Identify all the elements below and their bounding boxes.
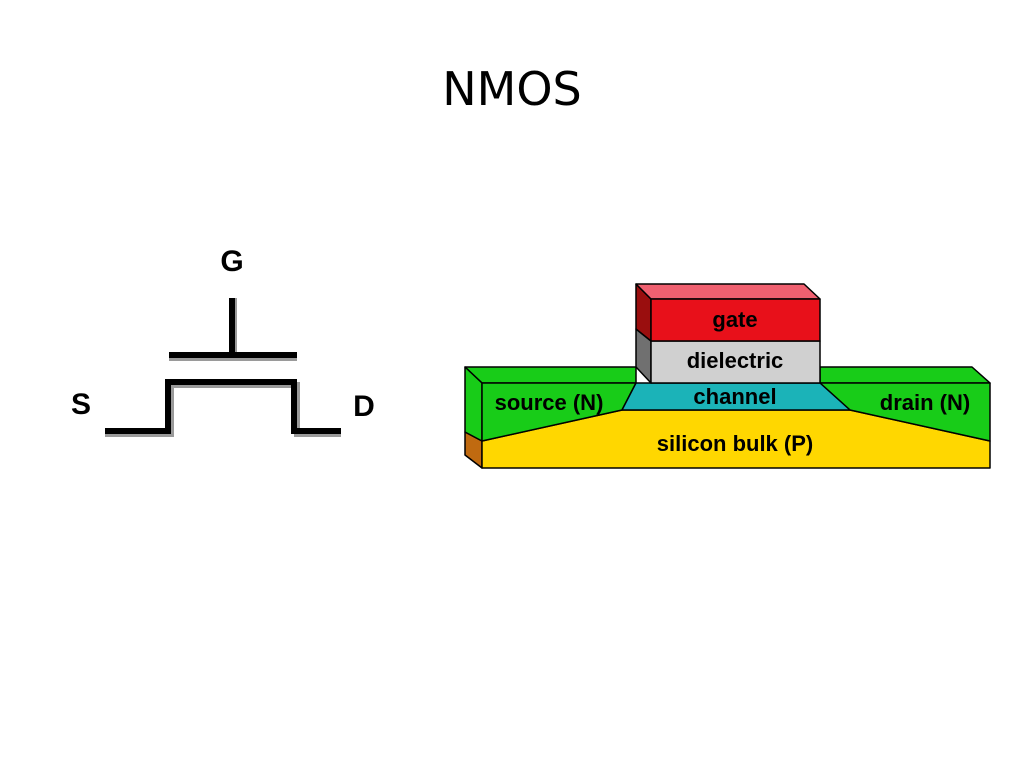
drain-terminal-label: D	[353, 390, 375, 423]
channel-path	[105, 379, 341, 434]
drain-label: drain (N)	[880, 390, 970, 415]
source-terminal-label: S	[71, 388, 91, 421]
drain-top-face	[819, 366, 991, 384]
channel-label: channel	[693, 384, 776, 409]
source-top-face	[464, 366, 637, 384]
channel-path-shadow	[105, 382, 341, 437]
silicon-bulk-label: silicon bulk (P)	[657, 431, 813, 456]
nmos-symbol: G S D	[71, 245, 375, 437]
gate-electrode	[650, 298, 821, 342]
dielectric-label: dielectric	[687, 348, 784, 373]
cross-section	[464, 283, 991, 469]
source-label: source (N)	[495, 390, 604, 415]
gate-terminal-label: G	[220, 245, 243, 278]
gate-label: gate	[712, 307, 757, 332]
slide-title: NMOS	[442, 62, 582, 116]
gate-top-face	[635, 283, 821, 300]
cross-section-labels: gate dielectric channel source (N) drain…	[495, 307, 971, 456]
